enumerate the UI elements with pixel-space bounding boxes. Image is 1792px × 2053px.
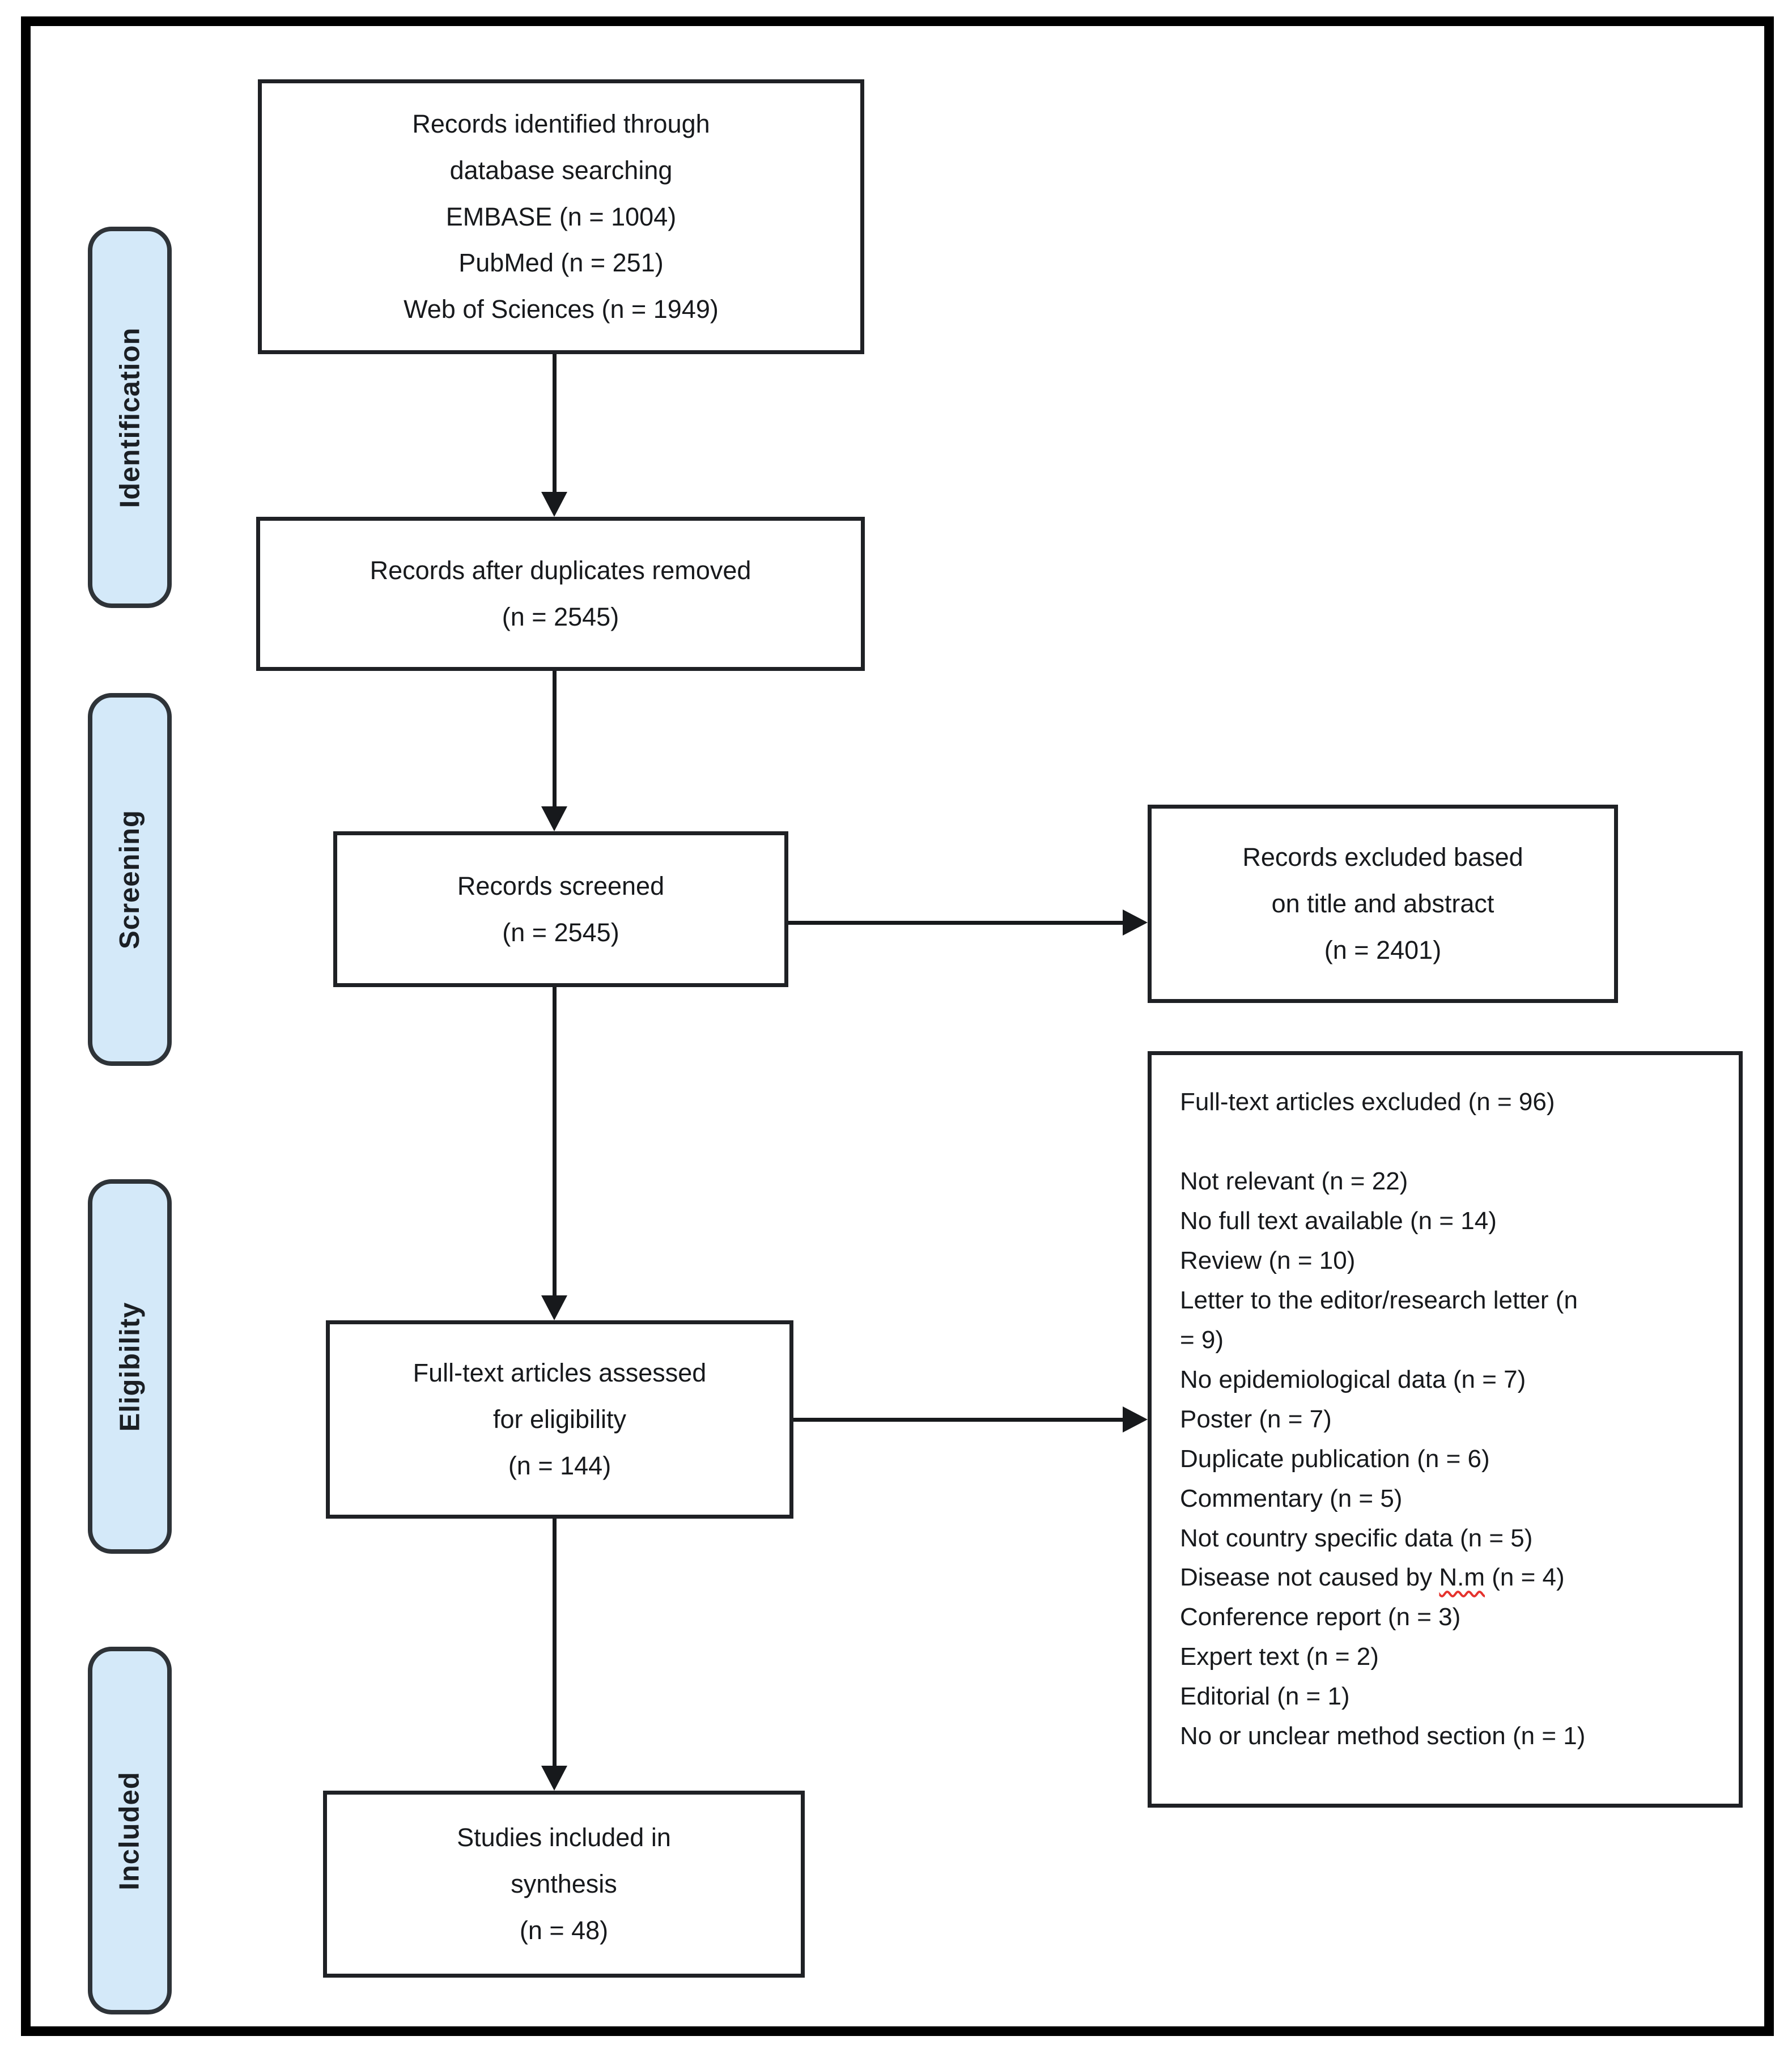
stage-label-included-text: Included bbox=[114, 1771, 145, 1890]
exclusion-reason-row: Poster (n = 7) bbox=[1180, 1405, 1332, 1433]
exclusion-reason-row: Editorial (n = 1) bbox=[1180, 1682, 1350, 1711]
exclusion-reason-row: No epidemiological data (n = 7) bbox=[1180, 1365, 1526, 1393]
arrow-assessed-to-included-head bbox=[541, 1766, 567, 1791]
arrow-assessed-to-fulltext-excluded-line bbox=[793, 1418, 1125, 1422]
box-records-excluded-line: on title and abstract bbox=[1271, 889, 1494, 919]
box-records-screened-line: Records screened bbox=[457, 871, 665, 900]
arrow-identified-to-deduplicated-line bbox=[553, 354, 557, 494]
box-records-identified-line: Records identified through bbox=[412, 109, 710, 138]
box-records-excluded-line: (n = 2401) bbox=[1324, 935, 1442, 964]
box-records-excluded-title-abstract: Records excluded based on title and abst… bbox=[1148, 805, 1618, 1003]
box-duplicates-removed-line: Records after duplicates removed bbox=[370, 556, 751, 585]
spellcheck-underlined-text: N.m bbox=[1439, 1563, 1485, 1592]
exclusion-reason-row: = 9) bbox=[1180, 1325, 1224, 1354]
exclusion-reason-row-spellchecked: Disease not caused by N.m (n = 4) bbox=[1180, 1558, 1710, 1597]
stage-label-identification-text: Identification bbox=[114, 327, 146, 508]
box-records-identified-line: database searching bbox=[449, 155, 673, 185]
box-studies-included-line: (n = 48) bbox=[519, 1915, 609, 1945]
box-records-identified-line: EMBASE (n = 1004) bbox=[445, 202, 677, 231]
arrow-deduplicated-to-screened-line bbox=[553, 671, 557, 809]
exclusion-reason-row: No full text available (n = 14) bbox=[1180, 1206, 1497, 1235]
exclusion-reason-row: Expert text (n = 2) bbox=[1180, 1643, 1379, 1671]
arrow-assessed-to-included-line bbox=[553, 1519, 557, 1768]
stage-label-eligibility: Eligibility bbox=[88, 1179, 172, 1554]
exclusion-reason-text-pre: Disease not caused by bbox=[1180, 1563, 1439, 1592]
box-studies-included-line: Studies included in bbox=[457, 1823, 671, 1852]
exclusion-reason-row: Commentary (n = 5) bbox=[1180, 1484, 1403, 1512]
arrow-screened-to-assessed-line bbox=[553, 987, 557, 1298]
arrow-deduplicated-to-screened-head bbox=[541, 806, 567, 831]
box-fulltext-assessed-line: (n = 144) bbox=[508, 1451, 612, 1480]
box-records-screened-line: (n = 2545) bbox=[502, 917, 619, 947]
exclusion-reason-text-post: (n = 4) bbox=[1485, 1563, 1565, 1592]
stage-label-eligibility-text: Eligibility bbox=[114, 1302, 146, 1431]
arrow-screened-to-assessed-head bbox=[541, 1295, 567, 1320]
box-studies-included-line: synthesis bbox=[511, 1869, 617, 1899]
arrow-screened-to-excluded-head bbox=[1123, 909, 1148, 936]
arrow-identified-to-deduplicated-head bbox=[541, 492, 567, 517]
exclusion-reason-row: Letter to the editor/research letter (n bbox=[1180, 1286, 1578, 1314]
stage-label-included: Included bbox=[88, 1647, 172, 2014]
box-records-identified-line: PubMed (n = 251) bbox=[458, 248, 664, 278]
stage-label-screening-text: Screening bbox=[114, 810, 146, 949]
exclusion-reason-row: Not country specific data (n = 5) bbox=[1180, 1524, 1533, 1552]
exclusion-reason-row: No or unclear method section (n = 1) bbox=[1180, 1722, 1586, 1750]
fulltext-excluded-title: Full-text articles excluded (n = 96) bbox=[1180, 1088, 1555, 1116]
stage-label-identification: Identification bbox=[88, 227, 172, 608]
box-fulltext-assessed-line: Full-text articles assessed bbox=[413, 1358, 707, 1388]
box-fulltext-excluded: Full-text articles excluded (n = 96) Not… bbox=[1148, 1051, 1743, 1808]
arrow-assessed-to-fulltext-excluded-head bbox=[1123, 1406, 1148, 1433]
box-records-excluded-line: Records excluded based bbox=[1242, 843, 1523, 872]
box-records-identified-line: Web of Sciences (n = 1949) bbox=[404, 295, 719, 324]
stage-label-screening: Screening bbox=[88, 693, 172, 1066]
box-studies-included: Studies included in synthesis (n = 48) bbox=[323, 1791, 805, 1978]
box-fulltext-assessed: Full-text articles assessed for eligibil… bbox=[326, 1320, 793, 1519]
exclusion-reason-row: Conference report (n = 3) bbox=[1180, 1603, 1461, 1631]
box-records-screened: Records screened (n = 2545) bbox=[333, 831, 788, 987]
box-duplicates-removed: Records after duplicates removed (n = 25… bbox=[256, 517, 865, 671]
box-fulltext-assessed-line: for eligibility bbox=[492, 1405, 627, 1434]
arrow-screened-to-excluded-line bbox=[788, 921, 1125, 925]
exclusion-reason-row: Duplicate publication (n = 6) bbox=[1180, 1444, 1490, 1473]
box-records-identified: Records identified through database sear… bbox=[258, 79, 864, 354]
exclusion-reason-row: Not relevant (n = 22) bbox=[1180, 1167, 1408, 1195]
box-duplicates-removed-line: (n = 2545) bbox=[502, 602, 619, 631]
exclusion-reason-row: Review (n = 10) bbox=[1180, 1246, 1356, 1274]
